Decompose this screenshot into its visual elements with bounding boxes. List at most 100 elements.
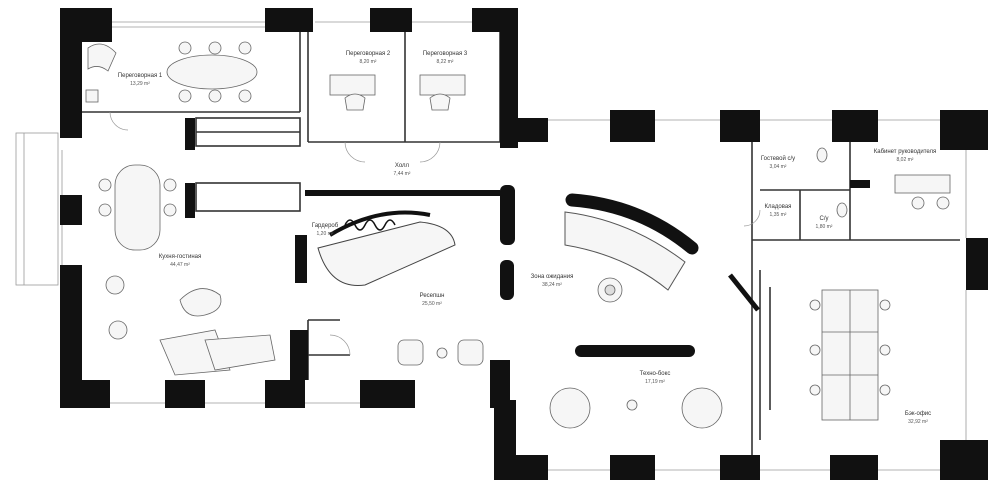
room-name: Кладовая [764,204,792,210]
room-name: Переговорная 2 [345,51,391,57]
chair [178,41,192,55]
wall-column [494,455,548,480]
room-label-guest-wc: Гостевой с/у 3,04 m² [761,155,795,171]
room-area: 1,35 m² [769,212,787,218]
door-swing [419,141,441,163]
round-table [681,387,723,429]
wall-column [60,380,110,408]
room-area: 38,24 m² [542,282,562,288]
side-table [436,347,448,359]
wall-column [515,118,548,142]
interior-wall [185,118,195,150]
wall [490,360,510,408]
chair [98,178,112,192]
door-swing [743,209,761,227]
sloped-wall [728,273,760,312]
room-label-tech-box: Техно-бокс 17,19 m² [640,370,671,386]
interior-wall [850,180,870,188]
wall-column [60,195,82,225]
chair [208,89,222,103]
room-label-wardrobe: Гардероб 1,20 m² [312,222,338,238]
room-name: Ресепшн [419,293,445,299]
chair [936,196,950,210]
wall [60,265,82,405]
reception-curve [328,210,431,237]
office-chair [879,344,891,356]
balcony-outline [15,132,59,286]
floor-light-center [604,284,616,296]
interior-wall-curved [575,345,695,357]
room-label-pantry: Кладовая 1,35 m² [765,203,792,219]
room-area: 32,92 m² [908,419,928,425]
room-area: 8,02 m² [896,157,914,163]
room-label-kitchen-living: Кухня-гостиная 44,47 m² [159,253,201,269]
wall-column [370,8,412,32]
coffee-table [179,288,222,317]
door-swing [344,141,366,163]
room-label-meeting-3: Переговорная 3 8,22 m² [423,50,467,66]
director-desk [894,174,951,194]
room-label-wc: С/у 1,80 m² [816,215,833,231]
wall-column [360,380,415,408]
wall-column [610,110,655,142]
toilet [836,202,848,218]
kitchen-counter [195,182,301,212]
room-name: Гостевой с/у [760,156,796,162]
wall-column [940,440,988,480]
room-label-director-office: Кабинет руководителя 8,02 m² [874,148,937,164]
room-area: 1,80 m² [815,224,833,230]
chair [429,93,451,111]
door-swing [329,334,351,356]
chair [163,178,177,192]
wall-column [165,380,205,408]
room-label-meeting-2: Переговорная 2 8,20 m² [346,50,390,66]
room-area: 7,44 m² [393,171,411,177]
office-chair [879,299,891,311]
wall-column [720,110,760,142]
interior-column [500,260,514,300]
wall-column [966,238,988,290]
interior-wall [290,330,308,380]
armchair [108,320,128,340]
room-name: Кухня-гостиная [158,254,202,260]
room-name: Кабинет руководителя [873,149,937,155]
room-area: 3,04 m² [769,164,787,170]
room-name: Техно-бокс [639,371,671,377]
chair [238,89,252,103]
chair [178,89,192,103]
chair [98,203,112,217]
room-name: Зона ожидания [530,274,574,280]
wall-column [830,455,878,480]
interior-wall [295,235,307,283]
office-chair [809,384,821,396]
wall-column [832,110,878,142]
room-area: 44,47 m² [170,262,190,268]
room-area: 13,29 m² [130,81,150,87]
chair [911,196,925,210]
room-area: 17,19 m² [645,379,665,385]
door-swing [109,111,129,131]
room-label-reception: Ресепшн 25,50 m² [420,292,445,308]
meeting-desk [419,74,466,96]
toilet [816,147,828,163]
wall-column [940,110,988,150]
interior-wall [185,183,195,218]
wall-column [720,455,760,480]
office-chair [809,344,821,356]
round-table [549,387,591,429]
wall [500,8,518,148]
interior-wall [305,190,500,196]
wall-column [265,380,305,408]
side-table [85,89,99,103]
sofa [204,334,276,371]
room-area: 25,50 m² [422,301,442,307]
room-area: 8,22 m² [436,59,454,65]
meeting-desk [329,74,376,96]
waiting-sofa [564,211,686,291]
room-area: 8,20 m² [359,59,377,65]
wall [60,8,82,138]
room-label-hall: Холл 7,44 m² [394,162,411,178]
meeting-table [166,54,258,90]
